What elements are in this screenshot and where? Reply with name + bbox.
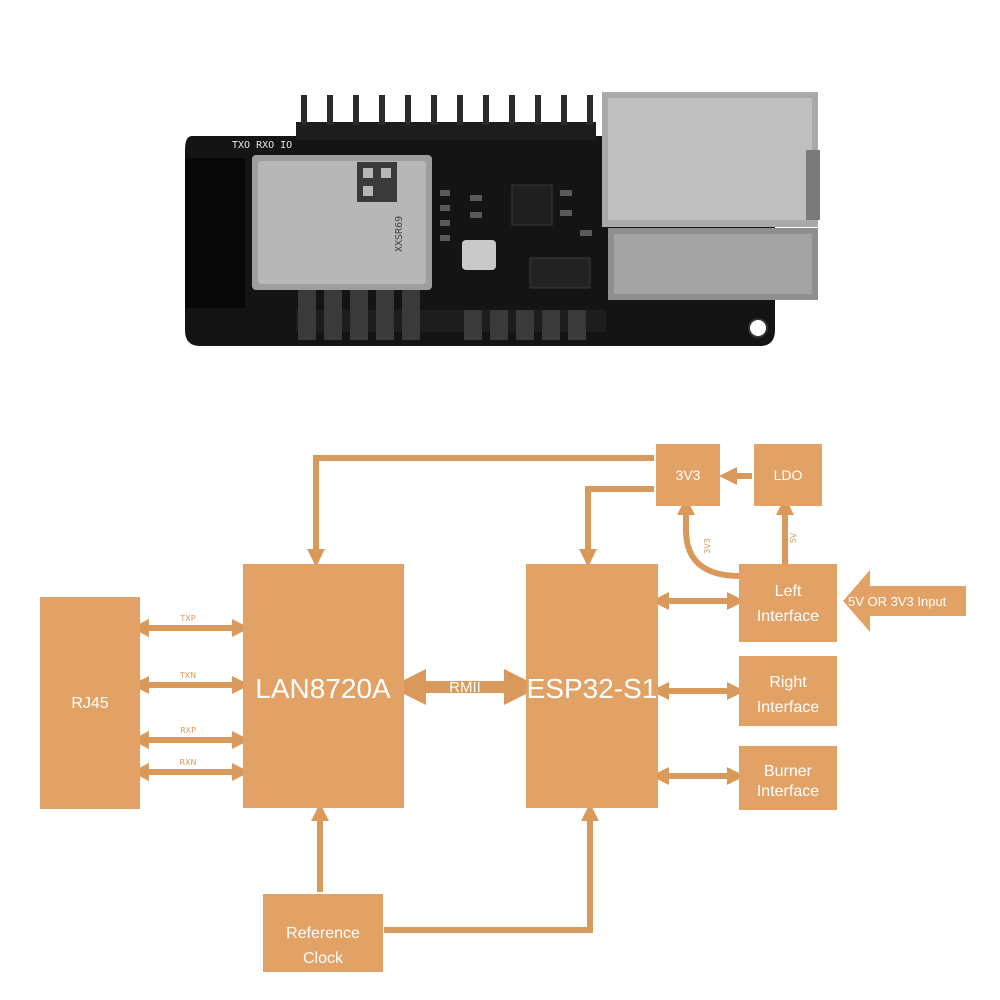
power-input-label: 5V OR 3V3 Input: [848, 594, 947, 609]
arrow-refclk-to-esp: [384, 803, 599, 933]
block-burner-label-1: Burner: [764, 763, 813, 780]
block-lan8720a: LAN8720A: [243, 564, 404, 808]
block-left-label-1: Left: [775, 583, 802, 600]
silkscreen-label: TXO RXO IO: [232, 140, 292, 151]
link-label-rxn: RXN: [179, 758, 196, 767]
power-input-arrow: [843, 570, 966, 632]
block-ldo-label: LDO: [774, 467, 803, 483]
smd-components: [440, 190, 592, 241]
block-3v3-label: 3V3: [676, 467, 701, 483]
link-label-io-left: IO: [692, 597, 701, 606]
regulator: [529, 257, 591, 289]
block-reference-clock: Reference Clock: [263, 894, 383, 972]
link-label-txp: TXP: [179, 614, 195, 623]
block-rj45: RJ45: [40, 597, 140, 809]
top-pin-header: [296, 95, 596, 140]
block-3v3: 3V3: [656, 444, 720, 506]
crystal: [462, 240, 496, 270]
block-lan8720a-label: LAN8720A: [255, 673, 391, 704]
pcb-edge-dark: [185, 158, 245, 308]
block-ldo: LDO: [754, 444, 822, 506]
block-refclk-label-1: Reference: [286, 925, 360, 942]
block-rj45-label: RJ45: [71, 695, 108, 712]
arrow-3v3-to-lan: [307, 455, 654, 567]
arrow-left-to-3v3: [677, 497, 741, 579]
link-label-3v3-vertical: 3V3: [703, 538, 712, 554]
block-refclk-label-2: Clock: [303, 950, 344, 967]
bottom-pin-header: [296, 290, 606, 340]
arrow-3v3-to-esp: [579, 486, 654, 567]
link-label-rxp: RXP: [180, 726, 196, 735]
block-burner-interface: Burner Interface: [739, 746, 837, 810]
link-label-io-right: IO: [692, 687, 701, 696]
link-label-rmii: RMII: [449, 679, 481, 696]
link-label-io-burner: IO: [692, 772, 701, 781]
link-label-txn: TXN: [179, 671, 196, 680]
block-diagram: 5V OR 3V3 Input RJ45 LAN8720A ESP32-S1 3…: [40, 444, 966, 972]
rj45-jack-photo: [602, 92, 820, 300]
module-marking: XXSR69: [394, 216, 405, 252]
block-left-interface: Left Interface: [739, 564, 837, 642]
block-right-label-1: Right: [769, 674, 807, 691]
board-photo: TXO RXO IO XXSR69: [185, 92, 820, 346]
block-burner-label-2: Interface: [757, 783, 819, 800]
link-label-5v-vertical: 5V: [789, 532, 798, 543]
block-right-label-2: Interface: [757, 699, 819, 716]
block-esp32: ESP32-S1: [526, 564, 658, 808]
block-esp32-label: ESP32-S1: [527, 673, 658, 704]
lan-chip: [511, 184, 553, 226]
block-left-label-2: Interface: [757, 608, 819, 625]
mounting-hole: [748, 318, 768, 338]
block-right-interface: Right Interface: [739, 656, 837, 726]
